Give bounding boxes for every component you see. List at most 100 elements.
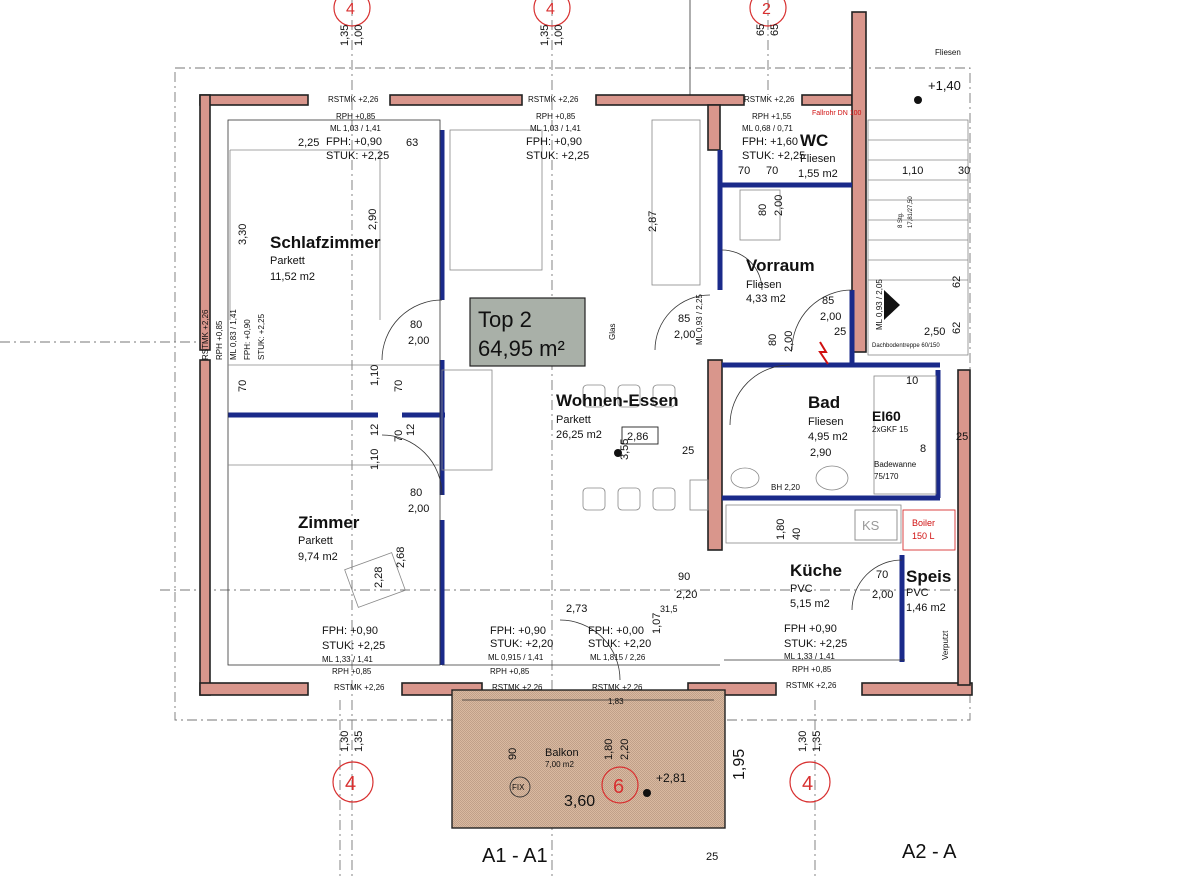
dim-70-a: 70 [237,380,249,392]
dim-40: 40 [791,528,803,540]
dim-12-b: 12 [405,424,417,436]
note-stuk-5: STUK: +2,20 [490,638,553,650]
room-bad-height: 2,90 [810,447,831,459]
fliesen-top-label: Fliesen [935,48,961,57]
note-rstmk-7: RSTMK +2,26 [786,681,837,690]
dim-228: 2,28 [373,567,385,588]
dim-30: 30 [958,165,970,177]
note-stuk-4: STUK: +2,25 [322,640,385,652]
ks-label: KS [862,518,880,533]
dim-130-b: 1,30 [797,731,809,752]
dim-135-b: 1,35 [539,25,551,46]
room-speis-name: Speis [906,567,951,586]
room-zimmer-area: 9,74 m2 [298,551,338,563]
note-ml-2: ML 1,03 / 1,41 [530,124,581,133]
note-stuk-3: STUK: +2,25 [742,150,805,162]
dim-10: 10 [906,375,918,387]
dim-12-a: 12 [369,424,381,436]
room-wohnen-floor: Parkett [556,414,591,426]
boiler-box [902,509,956,551]
unit-area: 64,95 m² [478,336,565,361]
unit-box [469,297,586,367]
verputzt-label: Verputzt [941,630,950,660]
dim-70-f: 70 [876,569,888,581]
dim-110-c: 1,10 [902,165,923,177]
electric-icon [818,341,829,365]
dim-355: 3,55 [619,439,631,460]
note-fph-4: FPH: +0,90 [322,625,378,637]
room-wc-name: WC [800,131,828,150]
axis-label-top-1: 4 [346,1,355,18]
dim-315: 31,5 [660,604,678,614]
dim-70-d: 70 [738,165,750,177]
room-wohnen-area: 26,25 m2 [556,429,602,441]
door-swings [381,249,903,681]
axis-markers [332,0,831,804]
dim-220-b: 2,20 [619,739,631,760]
note-fph-1: FPH: +0,90 [326,136,382,148]
dim-100-a: 1,00 [353,25,365,46]
note-fph-5: FPH: +0,90 [490,625,546,637]
fallrohr-label: Fallrohr DN 100 [812,110,862,117]
outer-walls [199,11,973,696]
note-rph-2: RPH +0,85 [536,112,576,121]
bh-label: BH 2,20 [771,483,800,492]
boiler-size: 150 L [912,531,935,541]
note-rstmk-1: RSTMK +2,26 [328,95,379,104]
dim-100-b: 1,00 [553,25,565,46]
inner-lines [227,119,969,666]
dim-107: 1,07 [651,613,663,634]
badewanne-size: 75/170 [874,472,899,481]
axis-numbers: 4 4 2 4 6 4 [345,1,813,798]
note-ml-5: ML 0,915 / 1,41 [488,653,544,662]
dim-330: 3,30 [237,224,249,245]
dim-90-a: 90 [678,571,690,583]
ei60-sub: 2xGKF 15 [872,425,909,434]
dim-110-a: 1,10 [369,365,381,386]
misc-labels: EI60 2xGKF 15 Badewanne 75/170 Boiler 15… [482,48,961,867]
note-rph-4: RPH +0,85 [332,667,372,676]
dim-287: 2,87 [647,211,659,232]
dim-200-b: 2,00 [408,503,429,515]
dim-70-e: 70 [766,165,778,177]
dim-220-a: 2,20 [676,589,697,601]
dim-25-d: 25 [706,851,718,863]
dim-8: 8 [920,443,926,455]
note-stuk-2: STUK: +2,25 [526,150,589,162]
dim-268: 2,68 [395,547,407,568]
axis-label-top-3: 2 [762,1,771,18]
note-ml-10: ML 0,93 / 2,05 [875,279,884,330]
dim-200-g: 2,00 [872,589,893,601]
note-stuk-1: STUK: +2,25 [326,150,389,162]
dim-80-b: 80 [410,487,422,499]
note-fph-7: FPH +0,90 [784,623,837,635]
dim-195: 1,95 [731,749,748,780]
dim-200-a: 2,00 [408,335,429,347]
axis-label-bottom-3: 4 [802,773,813,795]
dim-130-a: 1,30 [339,731,351,752]
dim-135-c: 1,35 [353,731,365,752]
dim-135-a: 1,35 [339,25,351,46]
note-rstmk-2: RSTMK +2,26 [528,95,579,104]
note-rstmk-4: RSTMK +2,26 [334,683,385,692]
note-rph-8: RPH +0,85 [215,320,224,360]
room-wc-floor: Fliesen [800,153,835,165]
level-281: +2,81 [656,771,687,785]
dim-360: 3,60 [564,793,595,810]
dim-180-a: 1,80 [775,519,787,540]
level-140: +1,40 [928,78,961,93]
room-vorraum-area: 4,33 m2 [746,293,786,305]
badewanne-label: Badewanne [874,460,917,469]
note-ml-7: ML 1,33 / 1,41 [784,652,835,661]
room-wohnen-height: 2,86 [627,431,648,443]
room-vorraum-floor: Fliesen [746,279,781,291]
dim-25-a: 25 [682,445,694,457]
note-rstmk-6: RSTMK +2,26 [592,683,643,692]
stairs-dim: 17,81/27,50 [908,196,914,228]
stairs-label: 8 Stg. [898,212,904,228]
note-ml-6: ML 1,815 / 2,26 [590,653,646,662]
room-bad-area: 4,95 m2 [808,431,848,443]
dim-290: 2,90 [367,209,379,230]
ks-box [854,509,898,541]
